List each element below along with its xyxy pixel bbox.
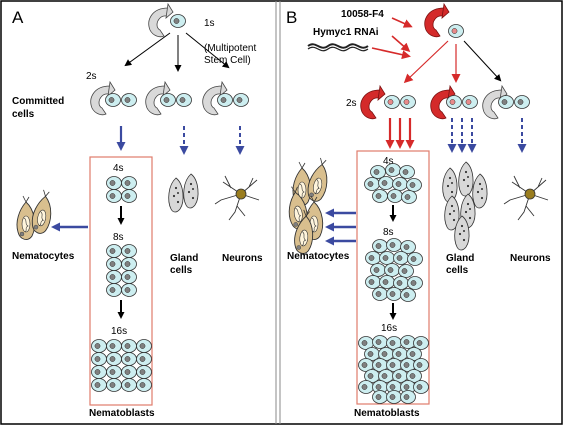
stem-desc-1-a: (Multipotent: [204, 43, 256, 54]
neuron-precursor-b-1: [498, 95, 514, 109]
cluster-8s-b: [365, 238, 423, 302]
stage-4s-a: 4s: [113, 163, 124, 174]
nematocytes-label-a: Nematocytes: [12, 251, 75, 262]
inhibitor-arrow-3-b: [371, 47, 411, 60]
treatment-10058-f4: 10058-F4: [341, 9, 384, 20]
stage-16s-b: 16s: [381, 323, 397, 334]
nematoblasts-label-b: Nematoblasts: [354, 408, 420, 419]
neuron-precursor-a-2: [233, 93, 249, 107]
committed-cell-b-2: [400, 95, 416, 109]
stem-to-committed-arrow-3-a: [185, 32, 230, 69]
stage-8s-a: 8s: [113, 232, 124, 243]
neurons-label-b: Neurons: [510, 253, 551, 264]
gland-label-2-b: cells: [446, 265, 469, 276]
committed-to-4s-arrows-b: [385, 118, 415, 149]
rnai-helix-icon: [307, 43, 369, 49]
to-nematocytes-arrows-b: [325, 208, 356, 246]
stem-stage-a: 1s: [204, 18, 215, 29]
stage-8s-b: 8s: [383, 227, 394, 238]
stage-4s-b: 4s: [383, 156, 394, 167]
neuron-precursor-a-1: [217, 93, 233, 107]
stem-to-committed-arrow-3-b: [463, 40, 502, 82]
gland-cells-b: [442, 161, 488, 251]
nematoblast-box-b: [356, 150, 430, 405]
committed-cell-a-1: [105, 93, 121, 107]
stage-16s-a: 16s: [111, 326, 127, 337]
inhibitor-arrow-2-b: [391, 35, 411, 52]
neuron-a: [214, 175, 260, 221]
stem-cell-a: [170, 14, 186, 28]
gland-precursor-a-2: [176, 93, 192, 107]
gland-precursor-a-1: [160, 93, 176, 107]
panel-a: A 1s (Multipotent Stem Cell) 2s Committe…: [12, 3, 263, 419]
neuron-b: [503, 175, 549, 221]
stem-to-committed-arrow-1-b: [403, 40, 449, 84]
nematoblast-box-a: [89, 156, 153, 406]
nematocytes-label-b: Nematocytes: [287, 251, 350, 262]
gland-dashed-arrows-b: [447, 118, 477, 153]
gland-label-1-a: Gland: [170, 253, 198, 264]
cluster-4s-b: [364, 163, 422, 204]
neurons-label-a: Neurons: [222, 253, 263, 264]
nematocytes-b: [285, 156, 333, 255]
panel-a-letter: A: [12, 8, 24, 27]
self-renewal-arrow-2s-b: [360, 85, 386, 120]
neuron-precursor-b-2: [514, 95, 530, 109]
stage-2s-b: 2s: [346, 98, 357, 109]
committed-label-1-a: Committed: [12, 96, 64, 107]
stem-to-committed-arrow-1-a: [124, 32, 171, 67]
gland-precursor-b-1: [446, 95, 462, 109]
stem-desc-2-a: Stem Cell): [204, 55, 251, 66]
gland-cells-a: [168, 173, 199, 213]
committed-cell-b-1: [384, 95, 400, 109]
committed-label-2-a: cells: [12, 109, 35, 120]
stem-cell-b: [448, 24, 464, 38]
treatment-hymyc1-rnai: Hymyc1 RNAi: [313, 27, 379, 38]
committed-cell-a-2: [121, 93, 137, 107]
nematoblasts-label-a: Nematoblasts: [89, 408, 155, 419]
stage-2s-a: 2s: [86, 71, 97, 82]
self-renewal-arrow-b: [424, 3, 450, 38]
gland-precursor-b-2: [462, 95, 478, 109]
cluster-16s-a: [91, 339, 152, 392]
cluster-16s-b: [358, 335, 429, 404]
cluster-4s-a: [106, 176, 137, 203]
panel-b-letter: B: [286, 8, 297, 27]
inhibitor-arrow-1-b: [391, 17, 413, 28]
panel-b: B 10058-F4 Hymyc1 RNAi 2s: [285, 3, 551, 419]
self-renewal-arrow-a: [148, 3, 174, 38]
cluster-8s-a: [106, 244, 137, 297]
gland-label-1-b: Gland: [446, 253, 474, 264]
nematocytes-a: [16, 188, 56, 240]
gland-label-2-a: cells: [170, 265, 193, 276]
